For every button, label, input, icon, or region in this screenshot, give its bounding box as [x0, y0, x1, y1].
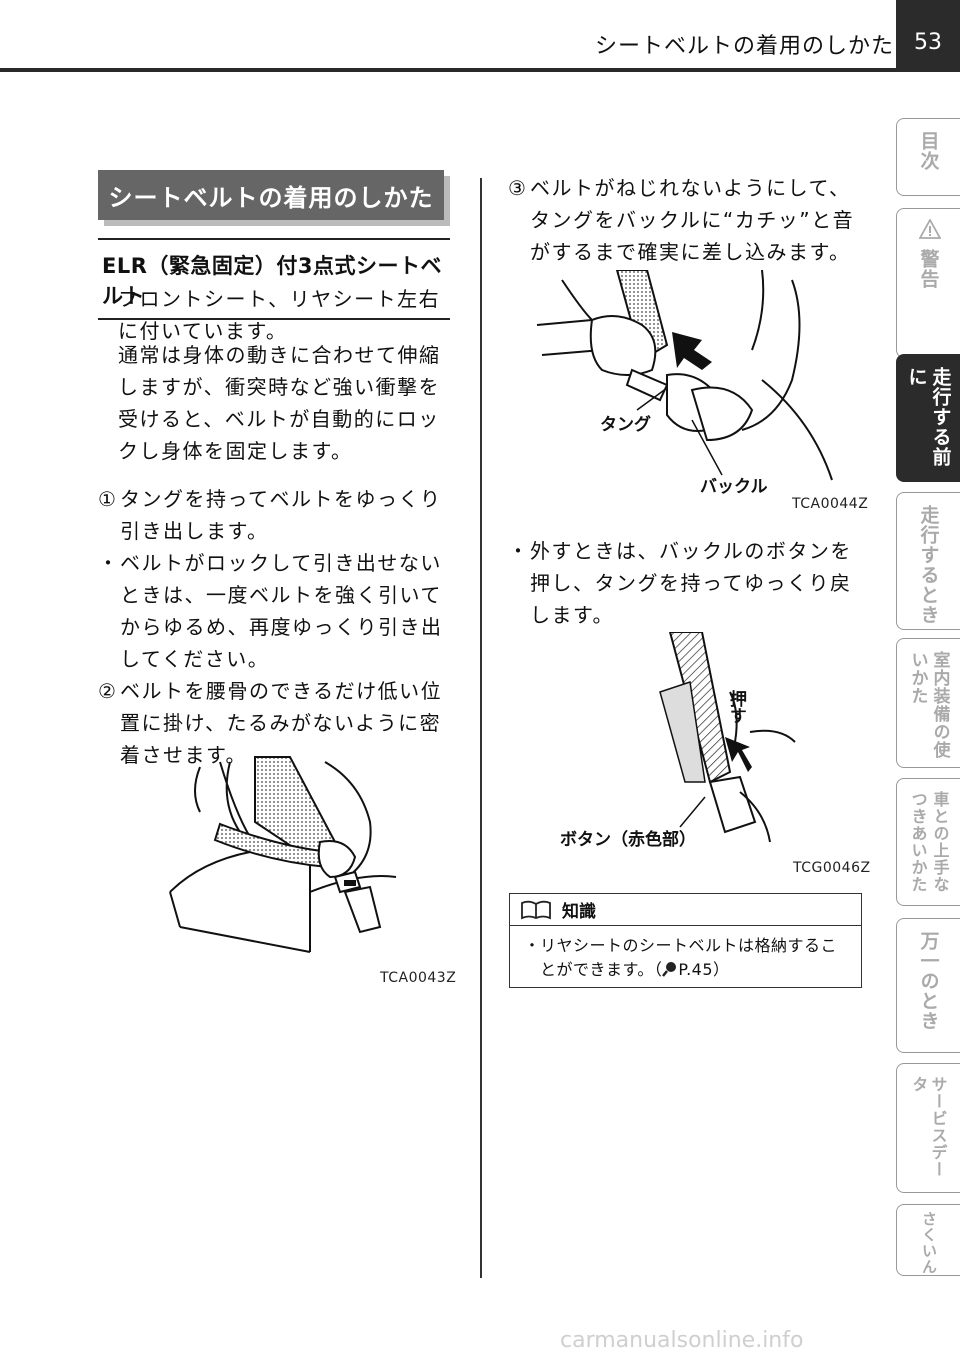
- note-text: ベルトがロックして引き出せないときは、一度ベルトを強く引いてからゆるめ、再度ゆっ…: [120, 551, 443, 671]
- tab-emergency[interactable]: 万一のとき: [896, 918, 960, 1053]
- tab-label: 車との上手なつきあいかた: [908, 791, 950, 893]
- header-rule: [0, 68, 898, 72]
- tab-before-driving[interactable]: 走行する前に: [896, 354, 960, 482]
- step-marker: ①: [98, 487, 118, 511]
- page-header-title: シートベルトの着用のしかた: [595, 34, 895, 59]
- section-banner: シートベルトの着用のしかた: [98, 170, 444, 220]
- label-buckle: バックル: [700, 477, 768, 497]
- column-divider: [480, 178, 482, 1278]
- tab-label: 走行するとき: [917, 505, 940, 625]
- tab-while-driving[interactable]: 走行するとき: [896, 492, 960, 630]
- note-2: ・ 外すときは、バックルのボタンを押し、タングを持ってゆっくり戻します。: [508, 535, 868, 631]
- step-text: ベルトがねじれないようにして、タングをバックルに“カチッ”と音がするまで確実に差…: [530, 176, 855, 264]
- step-text: ベルトを腰骨のできるだけ低い位置に掛け、たるみがないように密着させます。: [120, 679, 443, 767]
- figure-code: TCA0044Z: [792, 496, 869, 512]
- tab-interior-equipment[interactable]: 室内装備の使いかた: [896, 638, 960, 768]
- bullet-marker: ・: [508, 539, 530, 563]
- figure-code: TCA0043Z: [380, 970, 457, 986]
- page-number: 53: [896, 0, 960, 72]
- knowledge-text: リヤシートのシートベルトは格納することができます。（: [540, 936, 838, 979]
- tab-label: さくいん: [920, 1211, 938, 1275]
- tab-contents[interactable]: 目次: [896, 118, 960, 196]
- figure-code: TCG0046Z: [793, 860, 871, 876]
- tab-label: 警告: [917, 249, 940, 289]
- label-button-red: ボタン（赤色部）: [560, 830, 696, 850]
- knowledge-body: ・ リヤシートのシートベルトは格納することができます。（P.45）: [510, 926, 861, 982]
- note-1: ・ ベルトがロックして引き出せないときは、一度ベルトを強く引いてからゆるめ、再度…: [98, 547, 456, 675]
- step-2: ② ベルトを腰骨のできるだけ低い位置に掛け、たるみがないように密着させます。: [98, 675, 456, 771]
- watermark: carmanualsonline.info: [560, 1328, 804, 1353]
- buckle-insert-illustration: [536, 270, 833, 481]
- bullet-marker: ・: [524, 936, 541, 955]
- subsection-heading: ELR（緊急固定）付3点式シートベルト: [98, 238, 450, 320]
- knowledge-header: 知識: [510, 894, 861, 926]
- bullet-marker: ・: [98, 551, 120, 575]
- tab-label: 万一のとき: [917, 931, 940, 1031]
- tab-index[interactable]: さくいん: [896, 1204, 960, 1276]
- step-marker: ③: [508, 176, 528, 200]
- intro-paragraph-2: 通常は身体の動きに合わせて伸縮しますが、衝突時など強い衝撃を受けると、ベルトが自…: [118, 343, 441, 463]
- tab-label: 走行する前に: [905, 367, 952, 467]
- tab-label: サービスデータ: [909, 1076, 948, 1178]
- tab-label: 室内装備の使いかた: [907, 651, 950, 759]
- tab-vehicle-care[interactable]: 車との上手なつきあいかた: [896, 778, 960, 906]
- buckle-release-illustration: [659, 632, 796, 843]
- magnifier-icon: [662, 962, 677, 977]
- step-marker: ②: [98, 679, 118, 703]
- intro-paragraph-1: フロントシート、リヤシート左右に付いています。: [118, 287, 441, 343]
- page-reference[interactable]: P.45）: [678, 960, 730, 979]
- step-text: タングを持ってベルトをゆっくり引き出します。: [120, 487, 442, 543]
- knowledge-title: 知識: [562, 902, 596, 922]
- note-text: 外すときは、バックルのボタンを押し、タングを持ってゆっくり戻します。: [530, 539, 852, 627]
- step-3: ③ ベルトがねじれないようにして、タングをバックルに“カチッ”と音がするまで確実…: [508, 172, 868, 268]
- tab-service-data[interactable]: サービスデータ: [896, 1063, 960, 1193]
- knowledge-box: 知識 ・ リヤシートのシートベルトは格納することができます。（P.45）: [509, 893, 862, 988]
- label-push: 押す: [726, 690, 746, 724]
- book-icon: [521, 900, 551, 919]
- lap-belt-illustration: [169, 756, 397, 953]
- label-tongue: タング: [600, 415, 651, 435]
- tab-label: 目次: [917, 131, 940, 171]
- step-1: ① タングを持ってベルトをゆっくり引き出します。: [98, 483, 456, 547]
- warning-icon: [919, 219, 941, 239]
- tab-warnings[interactable]: 警告: [896, 208, 960, 358]
